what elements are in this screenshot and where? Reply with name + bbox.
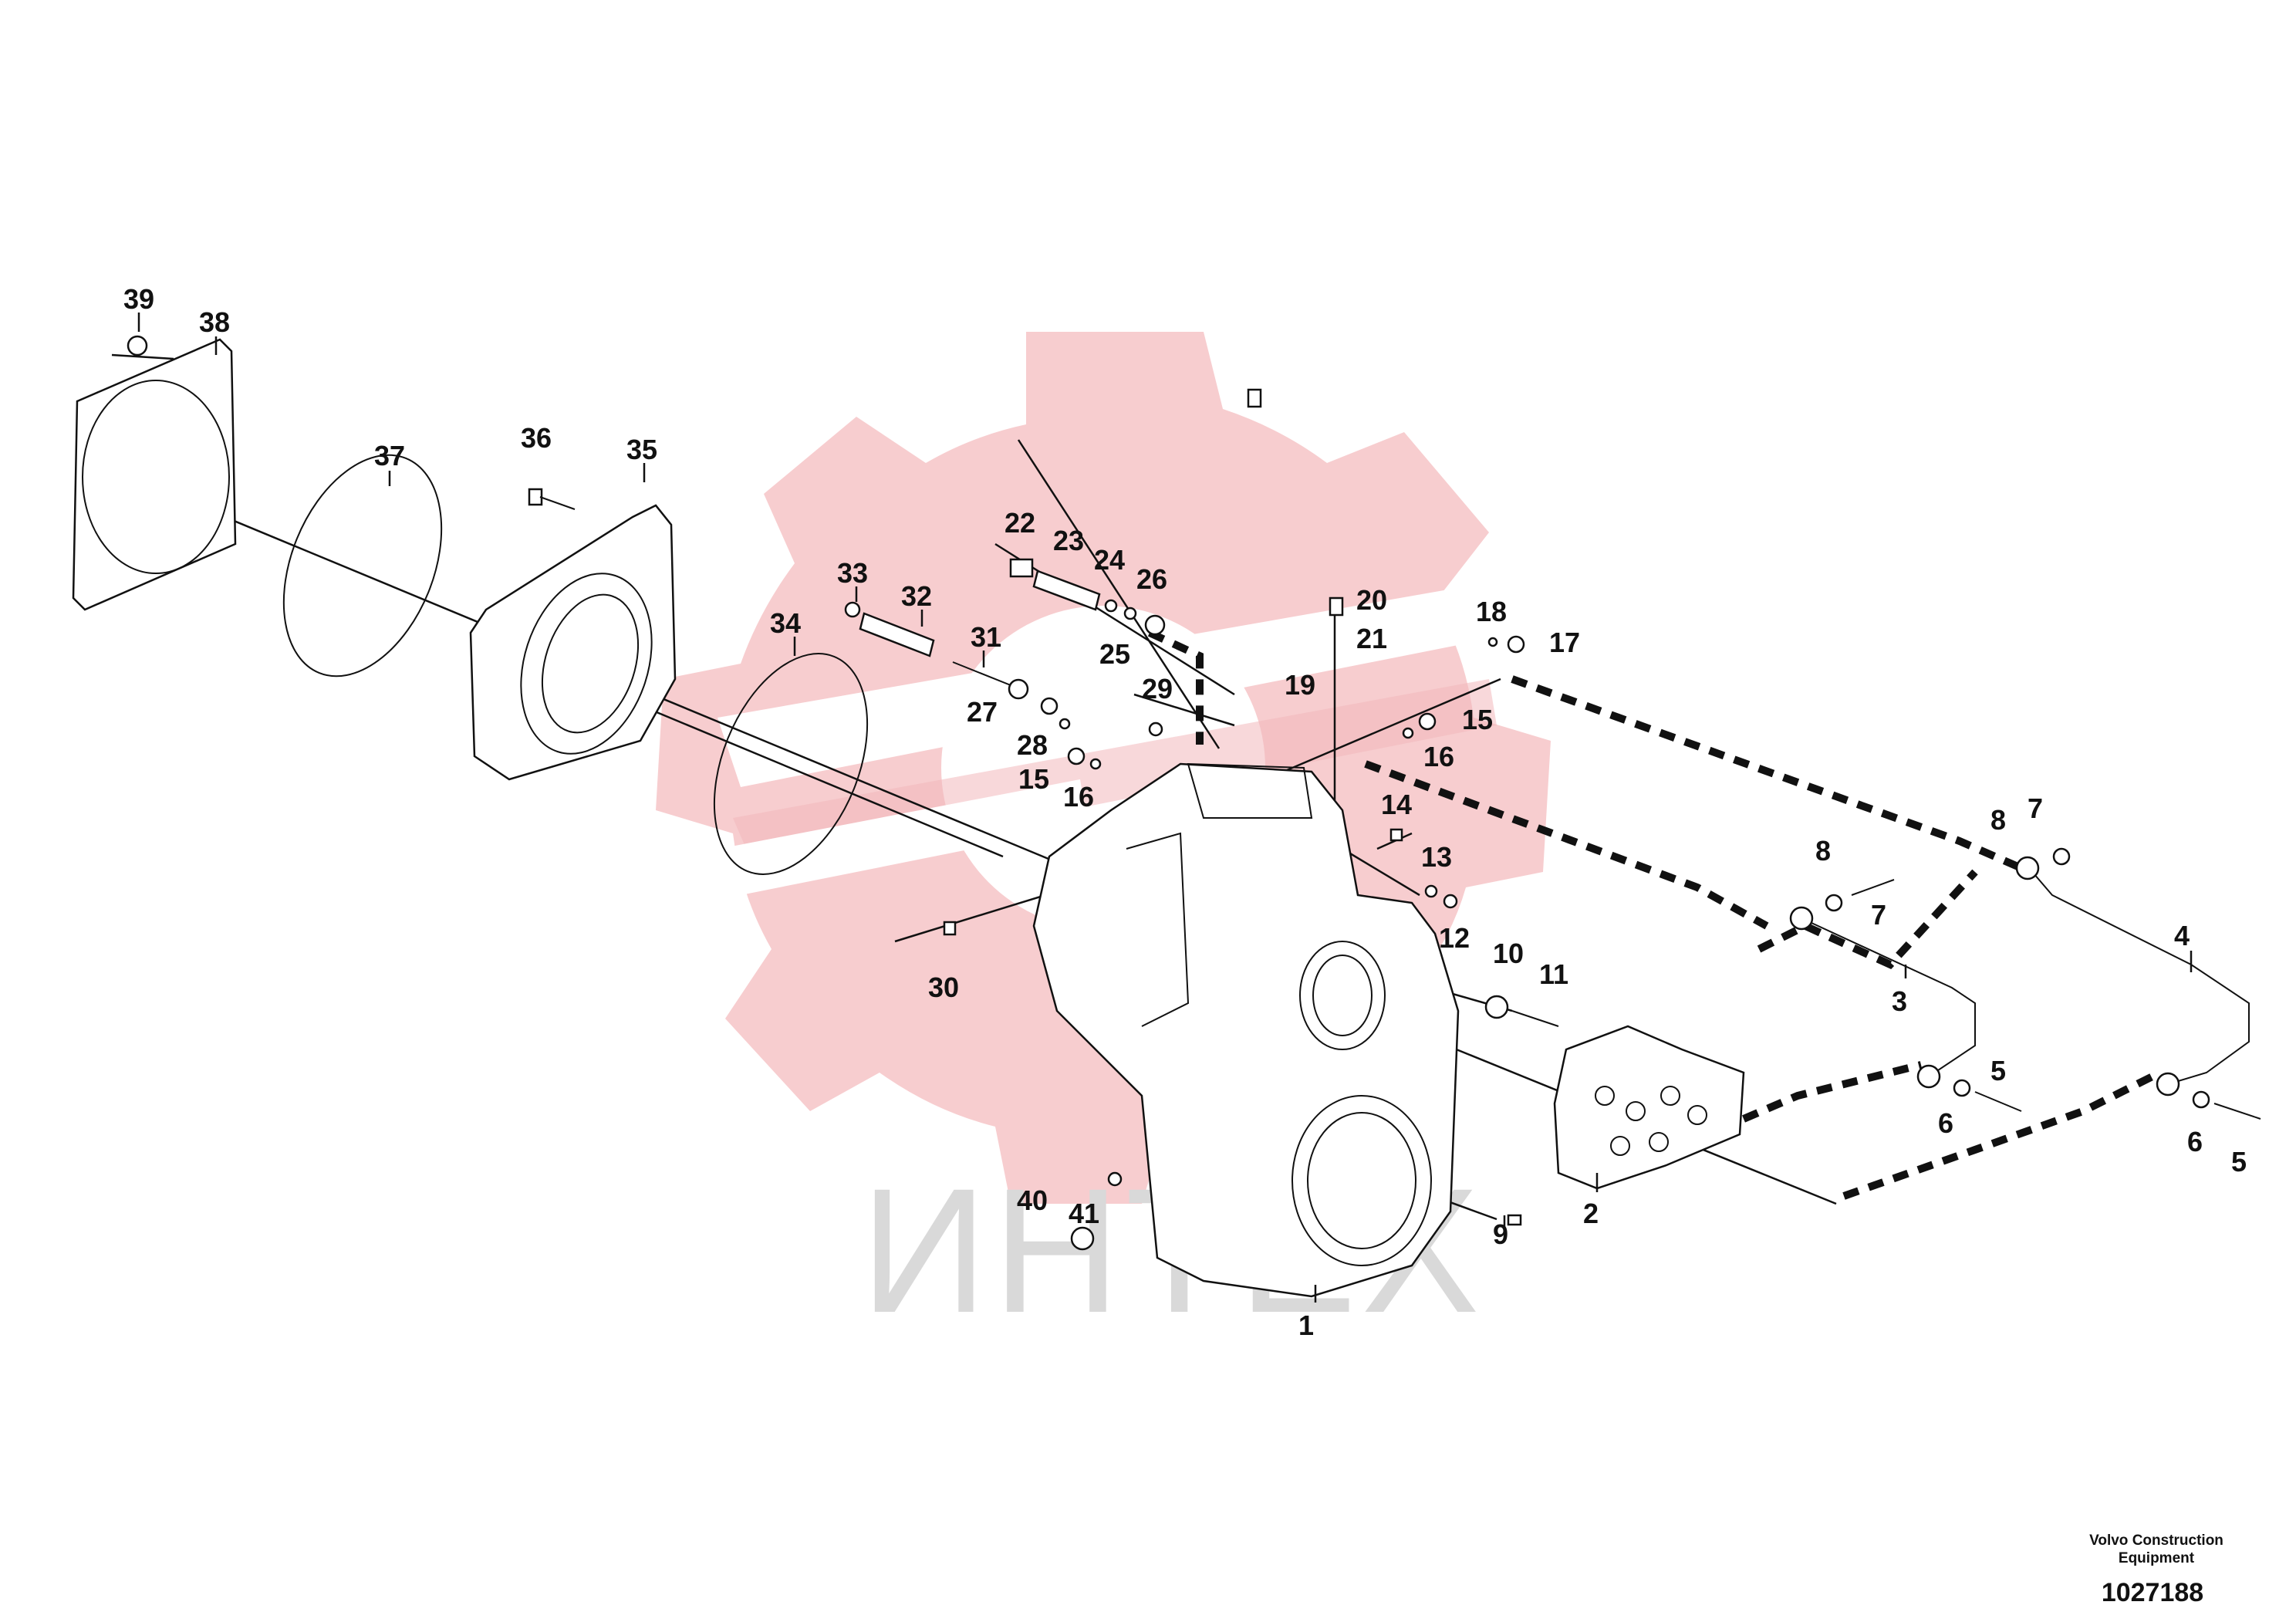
part-1-transmission-housing	[1032, 762, 1460, 1298]
callout-39: 39	[123, 283, 154, 315]
part-36-bolt	[528, 488, 576, 510]
callout-ticks	[137, 313, 2193, 1303]
callout-6b: 6	[2187, 1126, 2203, 1157]
callout-7: 7	[1871, 899, 1886, 931]
callout-9: 9	[1493, 1218, 1508, 1250]
callout-8b: 8	[1990, 804, 2006, 836]
callout-26: 26	[1136, 563, 1167, 595]
callout-3: 3	[1892, 985, 1907, 1017]
callout-16: 16	[1423, 741, 1454, 772]
callout-5b: 5	[2231, 1146, 2247, 1178]
callout-38: 38	[199, 306, 230, 338]
callout-24: 24	[1094, 544, 1125, 576]
callout-19: 19	[1285, 669, 1315, 701]
callout-15b: 15	[1018, 763, 1049, 795]
callout-36: 36	[521, 422, 552, 454]
callout-31: 31	[971, 621, 1001, 653]
callout-labels: 1 2 3 4 5 5 6 6 7 7 8 8 9 10 11 12 13 14…	[123, 283, 2247, 1341]
callout-6: 6	[1938, 1107, 1953, 1139]
callout-10: 10	[1493, 938, 1524, 969]
part-2-control-valve	[1553, 1025, 1745, 1190]
callout-28: 28	[1017, 729, 1048, 761]
document-number: 1027188	[2102, 1578, 2203, 1607]
pipe-fittings	[1789, 847, 2261, 1120]
small-fittings	[943, 388, 1559, 1251]
brand-line-2: Equipment	[2119, 1550, 2195, 1566]
callout-7b: 7	[2028, 792, 2043, 824]
part-39-washer	[127, 335, 148, 357]
callout-8: 8	[1815, 835, 1831, 867]
part-35-bearing-housing	[469, 504, 677, 781]
callout-41: 41	[1069, 1198, 1099, 1229]
callout-15: 15	[1462, 704, 1493, 735]
spool-assembly-31-33	[844, 601, 1029, 700]
callout-23: 23	[1053, 525, 1084, 556]
footer: Volvo Construction Equipment 1027188	[2089, 1532, 2223, 1607]
callout-14: 14	[1381, 789, 1412, 820]
callout-40: 40	[1017, 1184, 1048, 1216]
callout-13: 13	[1421, 841, 1452, 873]
part-38-cover-plate	[72, 338, 237, 611]
callout-17: 17	[1549, 627, 1580, 658]
callout-18: 18	[1476, 596, 1507, 627]
spool-assembly-22-26	[1009, 558, 1166, 636]
callout-25: 25	[1099, 638, 1130, 670]
part-4-pipe	[2028, 867, 2250, 1085]
callout-34: 34	[770, 607, 801, 639]
part-37-o-ring	[282, 454, 443, 678]
callout-32: 32	[901, 580, 932, 612]
callout-16b: 16	[1063, 781, 1094, 813]
callout-11: 11	[1539, 958, 1568, 990]
callout-20: 20	[1356, 584, 1387, 616]
callout-1: 1	[1298, 1309, 1314, 1341]
callout-33: 33	[837, 557, 868, 589]
callout-5: 5	[1990, 1055, 2006, 1086]
callout-22: 22	[1004, 507, 1035, 539]
callout-4: 4	[2174, 920, 2190, 951]
brand-line-1: Volvo Construction	[2089, 1532, 2223, 1549]
callout-2: 2	[1583, 1198, 1599, 1229]
callout-35: 35	[626, 434, 657, 465]
part-34-o-ring	[713, 653, 869, 875]
part-3-pipe	[1801, 917, 1976, 1077]
callout-29: 29	[1142, 673, 1173, 705]
callout-30: 30	[928, 972, 959, 1003]
callout-37: 37	[374, 440, 405, 471]
callout-27: 27	[967, 696, 998, 728]
callout-21: 21	[1356, 623, 1387, 654]
callout-12: 12	[1439, 922, 1470, 954]
